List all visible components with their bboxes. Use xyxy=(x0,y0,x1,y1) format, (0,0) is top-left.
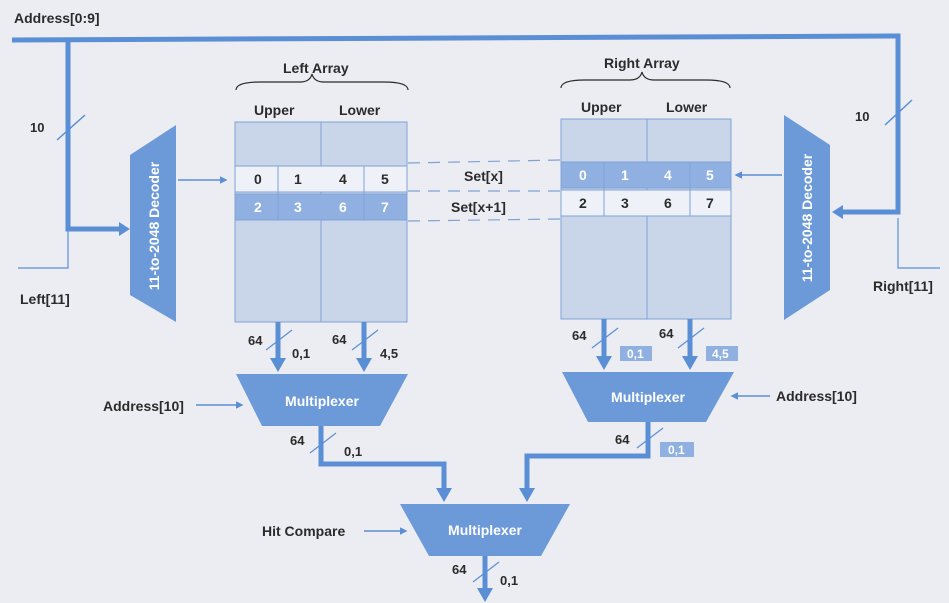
right-array-title: Right Array xyxy=(604,55,680,71)
left-row-set-x1 xyxy=(234,193,408,221)
left-mux-select-label: Address[10] xyxy=(103,398,184,414)
right-select-label: Right[11] xyxy=(873,278,933,294)
right-lower-label: Lower xyxy=(666,99,708,115)
left-upper-out-arrow xyxy=(270,358,286,372)
left-cell-3: 3 xyxy=(294,199,302,215)
right-row-set-x1 xyxy=(560,189,732,217)
right-multiplexer xyxy=(562,372,734,422)
left-cell-7: 7 xyxy=(381,199,389,215)
right-upper-out-arrow xyxy=(596,356,612,370)
set-x1-label: Set[x+1] xyxy=(451,199,506,215)
right-bus-width-slash xyxy=(884,99,913,126)
right-mux-out-arrow xyxy=(519,488,535,502)
left-cell-4: 4 xyxy=(339,171,347,187)
right-cell-1: 1 xyxy=(621,167,629,183)
right-bus-arrowhead xyxy=(832,205,843,219)
right-lower-out-arrow xyxy=(682,356,698,370)
left-cell-5: 5 xyxy=(381,171,389,187)
right-cell-0: 0 xyxy=(579,167,587,183)
right-lower-slash xyxy=(677,327,705,349)
left-cell-0: 0 xyxy=(254,171,262,187)
left-upper-label: Upper xyxy=(254,102,295,118)
set-x1-bottom-link xyxy=(407,218,561,222)
left-upper-slash xyxy=(265,329,293,351)
left-bus-width-slash xyxy=(56,114,86,141)
set-x-label: Set[x] xyxy=(464,168,503,184)
left-cell-1: 1 xyxy=(294,171,302,187)
left-multiplexer xyxy=(236,374,408,426)
address-bus xyxy=(11,33,901,232)
right-array-body xyxy=(560,118,732,320)
final-out-width: 64 xyxy=(452,562,467,577)
left-lower-slash xyxy=(351,329,379,351)
right-cell-5: 5 xyxy=(706,167,714,183)
right-decoder xyxy=(784,115,830,320)
final-out-slash xyxy=(472,561,500,583)
left-upper-tag: 0,1 xyxy=(292,346,310,361)
left-cell-6: 6 xyxy=(339,199,347,215)
mux-output-buses xyxy=(318,422,651,492)
left-bus-arrowhead xyxy=(119,222,130,236)
left-upper-width: 64 xyxy=(248,333,263,348)
right-mux-out-slash xyxy=(636,427,664,449)
left-row-set-x xyxy=(234,165,408,193)
left-mux-out-arrow xyxy=(436,488,452,502)
right-cell-4: 4 xyxy=(664,167,672,183)
left-mux-out-tag: 0,1 xyxy=(344,444,362,459)
right-cell-2: 2 xyxy=(579,195,587,211)
right-row-set-x xyxy=(560,161,732,189)
left-array-title: Left Array xyxy=(283,60,349,76)
right-select-line xyxy=(897,218,940,269)
final-output-arrow xyxy=(477,588,493,602)
right-lower-tag: 4,5 xyxy=(712,347,729,361)
final-multiplexer xyxy=(400,504,570,556)
left-select-line xyxy=(18,230,69,269)
right-array-brace xyxy=(560,71,731,89)
left-decoder xyxy=(130,125,176,322)
right-mux-label: Multiplexer xyxy=(611,389,685,405)
right-cell-6: 6 xyxy=(664,195,672,211)
right-upper-tag: 0,1 xyxy=(627,347,644,361)
left-mux-out-width: 64 xyxy=(290,433,305,448)
left-bus-width: 10 xyxy=(30,120,44,135)
left-lower-tag: 4,5 xyxy=(380,346,398,361)
set-x-top-link xyxy=(407,159,561,164)
left-lower-label: Lower xyxy=(339,102,381,118)
right-upper-label: Upper xyxy=(581,99,622,115)
right-lower-width: 64 xyxy=(659,326,674,341)
final-mux-label: Multiplexer xyxy=(448,522,522,538)
final-out-tag: 0,1 xyxy=(500,573,518,588)
left-lower-out-arrow xyxy=(356,358,372,372)
right-lower-tag-badge xyxy=(706,346,738,361)
right-upper-tag-badge xyxy=(620,346,652,361)
left-mux-out-slash xyxy=(309,432,337,454)
left-cell-2: 2 xyxy=(254,199,262,215)
right-decoder-label: 11-to-2048 Decoder xyxy=(799,153,815,282)
final-mux-select-label: Hit Compare xyxy=(262,523,345,539)
left-mux-label: Multiplexer xyxy=(285,393,359,409)
right-bus-width: 10 xyxy=(855,109,869,124)
right-cell-3: 3 xyxy=(621,195,629,211)
right-mux-out-width: 64 xyxy=(615,432,630,447)
right-mux-select-label: Address[10] xyxy=(776,388,857,404)
left-lower-width: 64 xyxy=(332,332,347,347)
address-bus-label: Address[0:9] xyxy=(14,10,100,26)
right-mux-out-tag-badge xyxy=(660,442,694,457)
right-upper-slash xyxy=(591,327,619,349)
left-select-label: Left[11] xyxy=(20,291,70,307)
left-array-brace xyxy=(235,73,409,91)
right-cell-7: 7 xyxy=(706,195,714,211)
right-mux-out-tag: 0,1 xyxy=(668,443,685,457)
right-upper-width: 64 xyxy=(572,328,587,343)
left-decoder-label: 11-to-2048 Decoder xyxy=(146,161,162,290)
